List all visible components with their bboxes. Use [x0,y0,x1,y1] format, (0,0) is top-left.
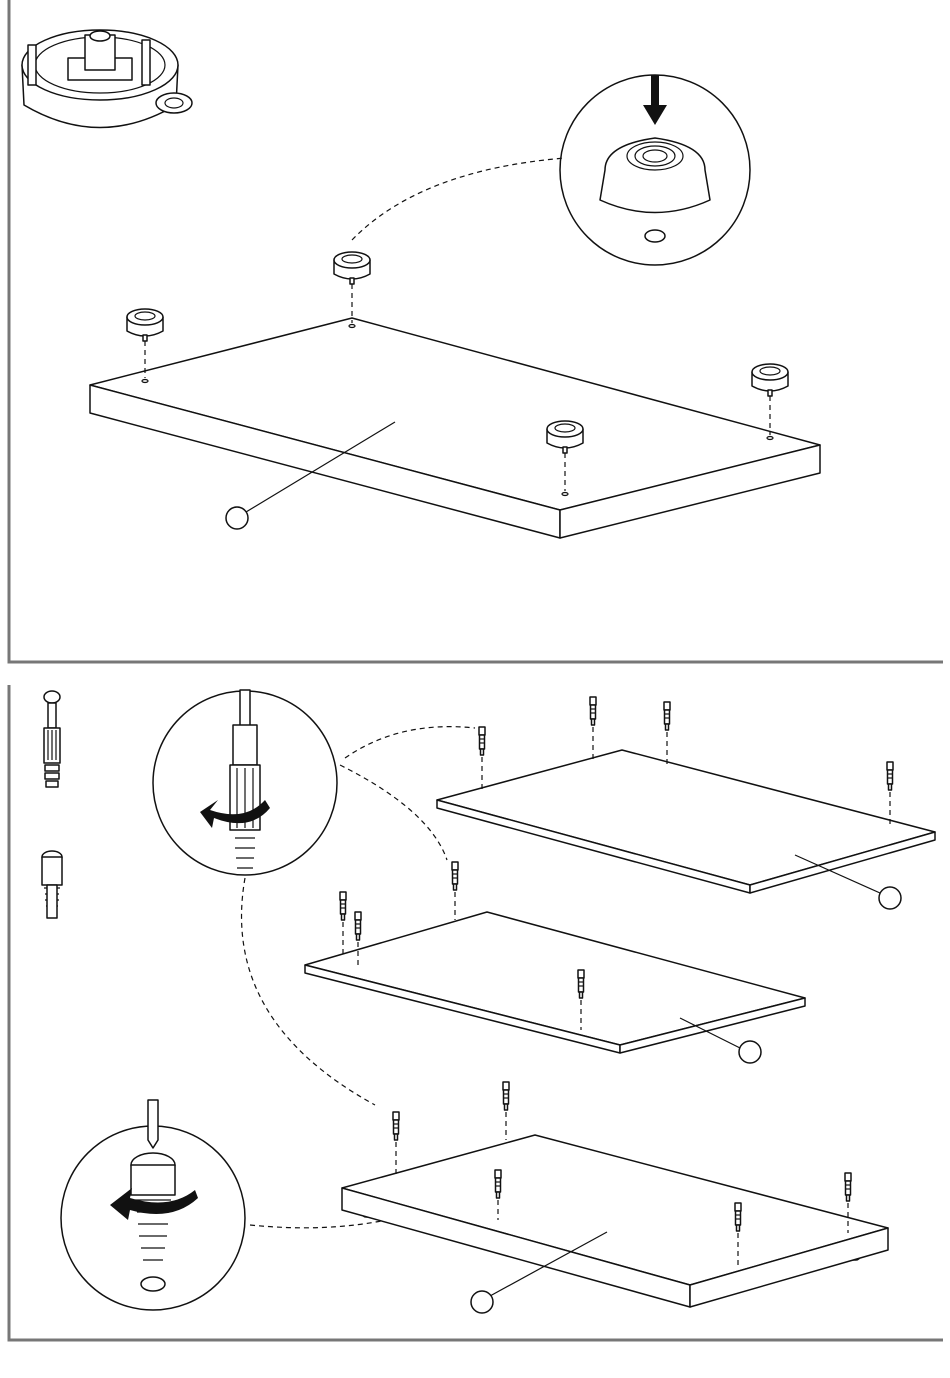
foot-detail-illustration [21,29,193,129]
feet [126,251,789,491]
rotate-arrow-icon [200,800,270,828]
foot-closeup-magnifier [559,74,751,266]
cam-dowel-illustration [41,850,63,919]
cam-dowel-closeup-magnifier [60,1099,246,1311]
top-shelf-panel [436,696,936,910]
bottom-base-panel [341,1081,889,1314]
arrow-down-icon [651,75,659,110]
cam-bolt-closeup-magnifier [152,689,338,876]
rotate-arrow-icon [110,1188,198,1220]
step-1-frame [7,0,943,664]
foot [126,308,164,342]
step-2-frame [7,685,943,1342]
foot [751,363,789,397]
callout-dashed-arc [339,764,448,861]
callout-dashed-arc [344,726,476,759]
part-callout [225,421,396,530]
callout-dashed-arc [241,877,376,1106]
base-panel [89,317,821,539]
middle-shelf-panel [304,861,806,1064]
cam-bolt-illustration [43,690,61,788]
foot [333,251,371,285]
callout-dashed-arc [351,157,566,241]
